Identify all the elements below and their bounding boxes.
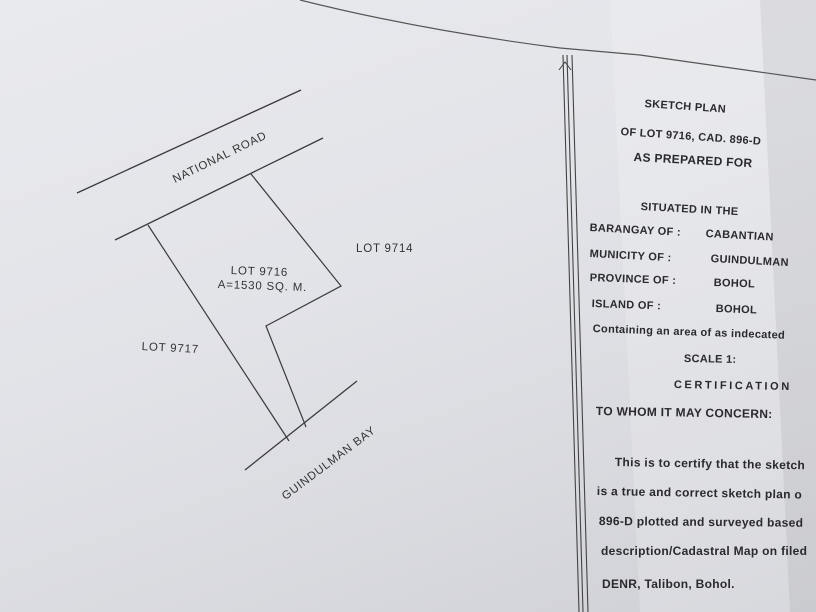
vertical-border-2 (566, 54, 584, 612)
province-value: BOHOL (713, 277, 756, 291)
certification-heading: CERTIFICATION (673, 379, 792, 394)
bay-shoreline (244, 380, 358, 471)
vertical-border-3 (571, 54, 589, 612)
lot-9716-label: LOT 9716 (230, 265, 289, 279)
certification-line-4: description/Cadastral Map on filed (601, 544, 808, 558)
certification-line-3: 896-D plotted and surveyed based (598, 514, 804, 530)
lot-boundary-west (147, 224, 290, 442)
island-value: BOHOL (715, 303, 758, 317)
national-road-line-lower (114, 137, 324, 241)
lot-9714-label: LOT 9714 (356, 243, 414, 255)
island-label: ISLAND OF : (591, 298, 662, 313)
document-border-top (299, 0, 561, 49)
national-road-line-upper (76, 89, 302, 194)
certification-line-5: DENR, Talibon, Bohol. (602, 577, 735, 591)
scale-label: SCALE 1: (683, 353, 737, 366)
vertical-border-1 (562, 54, 580, 612)
document-border-top-right (559, 47, 816, 81)
border-corner-mark (558, 61, 572, 71)
lot-boundary-east (250, 173, 342, 428)
